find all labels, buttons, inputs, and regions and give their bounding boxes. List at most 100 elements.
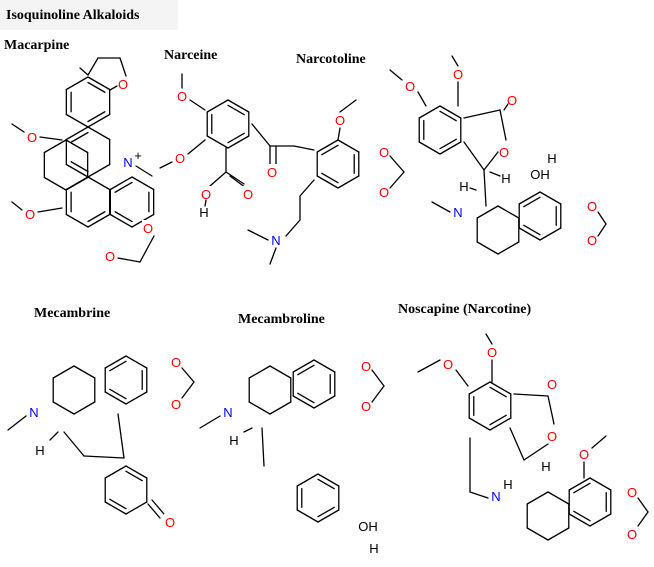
atom-label-background — [198, 204, 210, 219]
bond — [337, 175, 360, 189]
nitrogen-atom: N — [491, 489, 500, 504]
bond — [337, 139, 360, 153]
bond — [485, 333, 493, 345]
bond — [317, 506, 335, 518]
bond — [469, 187, 477, 191]
oxygen-atom: O — [25, 207, 35, 222]
bond — [503, 103, 509, 111]
atom-label-background — [360, 358, 372, 373]
atom-label-background — [266, 164, 278, 179]
atom-label-background — [170, 396, 182, 411]
hydrogen-atom: H — [541, 459, 550, 474]
atom-label-background — [28, 404, 40, 419]
bond — [439, 105, 462, 119]
bond — [489, 417, 512, 431]
bond — [52, 365, 75, 379]
bond — [37, 207, 63, 213]
atom-label-background — [200, 186, 212, 201]
bond — [489, 386, 507, 398]
bond — [114, 181, 133, 193]
bond — [125, 355, 148, 369]
oxygen-atom: O — [27, 130, 37, 145]
bond — [439, 138, 457, 150]
bond — [339, 99, 357, 113]
bond — [109, 85, 118, 91]
atom-label-background — [626, 526, 638, 541]
bond — [539, 191, 562, 205]
bond — [43, 176, 67, 191]
bond — [371, 369, 385, 387]
bond — [65, 163, 89, 178]
bond — [87, 76, 111, 91]
bond — [523, 196, 541, 208]
oxygen-atom: O — [165, 515, 175, 530]
bond — [637, 511, 649, 527]
bond — [87, 111, 106, 123]
bond — [109, 498, 127, 510]
bond — [418, 141, 441, 155]
atom-label-background — [452, 66, 464, 81]
bond — [11, 201, 23, 211]
atom-label-background — [174, 150, 186, 165]
bond — [499, 109, 507, 141]
bond — [251, 123, 271, 147]
oxygen-atom: O — [335, 113, 345, 128]
bond — [83, 455, 125, 459]
bond — [117, 257, 141, 263]
oxygen-atom: O — [379, 145, 389, 160]
nitrogen-atom: N — [29, 405, 38, 420]
bond — [597, 223, 607, 237]
oxygen-atom: O — [175, 151, 185, 166]
hydrogen-atom: H — [547, 151, 556, 166]
bond — [526, 491, 549, 505]
bond — [293, 145, 315, 151]
hydrogen-atom: H — [459, 179, 468, 194]
oxygen-atom: O — [443, 357, 453, 372]
oxygen-atom: O — [547, 377, 557, 392]
bond — [209, 171, 227, 187]
atom-label-background — [529, 166, 551, 181]
bond — [417, 91, 427, 107]
charge-symbol: + — [134, 148, 142, 163]
oxygen-atom: O — [105, 249, 115, 264]
atom-label-background — [586, 198, 598, 213]
title-background — [0, 0, 178, 30]
bond — [476, 205, 499, 219]
oxygen-atom: O — [171, 355, 181, 370]
bond — [125, 465, 148, 479]
nitrogen-atom: N — [271, 233, 280, 248]
bond — [63, 431, 85, 457]
hydrogen-atom: H — [369, 541, 378, 556]
atom-label-background — [34, 442, 46, 457]
atom-label-background — [442, 356, 454, 371]
label-narcotoline: Narcotoline — [296, 52, 366, 67]
bond — [297, 392, 315, 404]
bond — [568, 513, 591, 527]
bond — [296, 473, 319, 487]
bond — [269, 365, 292, 379]
oxygen-atom: O — [579, 447, 589, 462]
bond — [204, 199, 207, 207]
bond — [65, 113, 89, 128]
bond — [497, 205, 520, 219]
bond — [70, 131, 89, 143]
bond — [52, 401, 75, 415]
bond — [65, 76, 89, 91]
bond — [573, 482, 591, 494]
bond — [285, 219, 301, 237]
bond — [119, 57, 127, 77]
hydrogen-atom: H — [501, 171, 510, 186]
bond — [131, 176, 155, 191]
hydroxyl-group: OH — [530, 167, 550, 182]
oxygen-atom: O — [507, 93, 517, 108]
bond — [135, 165, 153, 177]
oxygen-atom: O — [267, 165, 277, 180]
bond — [139, 235, 155, 263]
bond — [497, 241, 520, 255]
hydrogen-atom: H — [199, 205, 208, 220]
oxygen-atom: O — [405, 79, 415, 94]
